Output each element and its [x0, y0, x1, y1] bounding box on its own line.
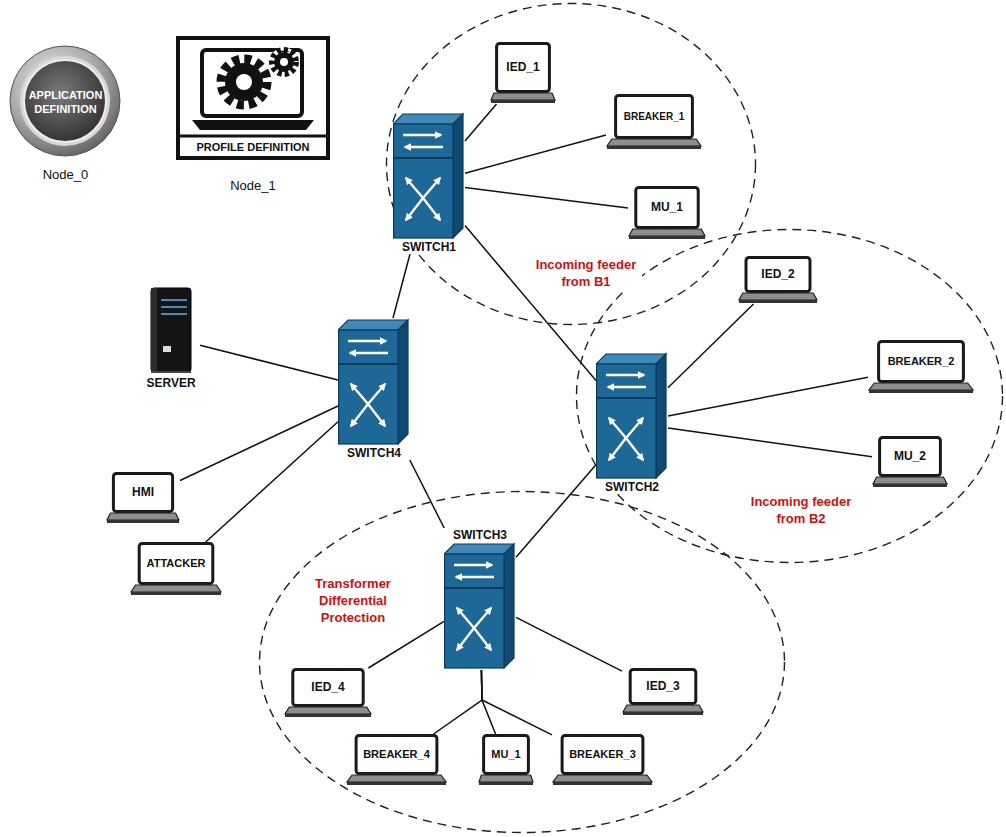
device-label: IED_4	[293, 668, 363, 706]
device-label: BREAKER_2	[879, 340, 964, 382]
zone-ellipse: Incoming feeder from B1 IED_1BREAKER_1SWI…	[385, 2, 757, 326]
switch-label: SWITCH2	[596, 480, 668, 494]
device-label: IED_3	[630, 668, 696, 704]
laptop-node: BREAKER_3	[552, 734, 653, 786]
server-label: SERVER	[142, 376, 200, 390]
network-link	[516, 465, 596, 558]
laptop-node: IED_4	[284, 668, 372, 718]
node-caption: Node_0	[8, 167, 123, 182]
laptop-node: ATTACKER	[130, 542, 222, 596]
laptop-node: IED_1	[490, 42, 556, 104]
laptop-node: HMI	[106, 472, 180, 524]
node-caption: Node_1	[176, 178, 330, 193]
network-link	[434, 670, 482, 734]
application-definition-node: APPLICATION DEFINITION Node_0	[8, 44, 123, 182]
switch-label: SWITCH4	[338, 446, 410, 460]
network-link	[516, 617, 622, 671]
icon-text: PROFILE DEFINITION	[180, 139, 326, 155]
switch-icon	[338, 318, 410, 446]
badge-frame: APPLICATION DEFINITION	[8, 44, 123, 159]
network-switch: SWITCH1	[393, 112, 465, 254]
zone-ellipse: Transformer Differential Protection SWITC…	[258, 490, 786, 834]
network-link	[200, 345, 338, 380]
network-switch: SWITCH3	[444, 528, 516, 670]
device-label: MU_1	[636, 186, 698, 228]
network-link	[481, 670, 552, 735]
server-icon	[145, 286, 197, 376]
zone-label: Incoming feeder from B2	[745, 493, 857, 527]
switch-label: SWITCH3	[444, 528, 516, 542]
laptop-node: MU_1	[628, 186, 706, 240]
switch-icon	[444, 542, 516, 670]
network-link	[465, 226, 596, 381]
network-link	[668, 428, 872, 457]
device-label: IED_2	[746, 256, 810, 292]
network-switch: SWITCH4	[338, 318, 410, 460]
laptop-node: MU_2	[872, 436, 948, 488]
network-link	[465, 135, 606, 173]
profile-definition-node: PROFILE DEFINITION Node_1	[176, 36, 330, 193]
laptop-node: IED_3	[622, 668, 704, 716]
switch-icon	[393, 112, 465, 240]
switch-label: SWITCH1	[393, 240, 465, 254]
network-link	[465, 188, 628, 209]
network-link	[393, 254, 410, 318]
device-label: ATTACKER	[139, 542, 213, 584]
network-link	[668, 304, 754, 388]
device-label: BREAKER_4	[356, 734, 437, 774]
zone-label: Transformer Differential Protection	[305, 575, 401, 626]
server-node: SERVER	[142, 286, 200, 390]
network-link	[368, 621, 444, 668]
laptop-node: BREAKER_2	[868, 340, 974, 394]
network-switch: SWITCH2	[596, 352, 668, 494]
switch-icon	[596, 352, 668, 480]
device-label: BREAKER_1	[616, 94, 693, 138]
laptop-node: MU_1	[478, 734, 534, 786]
network-link	[465, 104, 497, 141]
laptop-icon	[606, 94, 702, 150]
laptop-node: BREAKER_4	[346, 734, 447, 786]
network-link	[206, 422, 338, 542]
laptop-node: IED_2	[738, 256, 818, 304]
zone-label: Incoming feeder from B1	[530, 256, 642, 290]
icon-frame: PROFILE DEFINITION	[176, 36, 330, 160]
network-link	[481, 670, 495, 734]
device-label: MU_2	[880, 436, 941, 476]
device-label: HMI	[113, 472, 172, 512]
badge-icon	[8, 44, 123, 159]
network-link	[410, 460, 444, 528]
badge-text: APPLICATION DEFINITION	[29, 88, 103, 116]
network-link	[668, 377, 868, 416]
device-label: BREAKER_3	[562, 734, 643, 774]
device-label: MU_1	[484, 734, 529, 774]
device-label: IED_1	[497, 42, 550, 92]
laptop-node: BREAKER_1	[606, 94, 702, 150]
